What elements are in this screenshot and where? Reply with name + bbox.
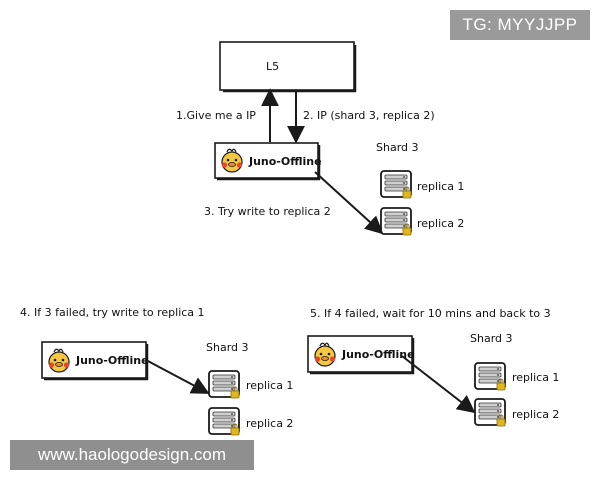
step1-label: 1.Give me a IP <box>176 109 256 122</box>
header-badge: TG: MYYJJPP <box>450 10 590 40</box>
replica2-label-right: replica 2 <box>512 408 559 421</box>
client-box-top: Juno-Offline <box>214 142 322 181</box>
load-balancer-label: L5 <box>266 60 279 73</box>
server-rack-icon <box>380 170 412 199</box>
shard-label-right: Shard 3 <box>470 332 513 345</box>
duck-mascot-icon <box>44 345 74 375</box>
client-box-right: Juno-Offline <box>307 335 415 375</box>
shard-label-left: Shard 3 <box>206 341 249 354</box>
write-replica1-arrow <box>145 359 210 394</box>
replica2-label-top: replica 2 <box>417 217 464 230</box>
client-box-left: Juno-Offline <box>41 341 149 381</box>
client-label: Juno-Offline <box>248 155 322 168</box>
watermark-banner: www.haologodesign.com <box>10 440 254 470</box>
step4-label: 4. If 3 failed, try write to replica 1 <box>20 306 205 319</box>
replica1-label-right: replica 1 <box>512 371 559 384</box>
client-label: Juno-Offline <box>75 354 149 367</box>
write-replica2-arrow <box>314 171 384 235</box>
replica1-label-top: replica 1 <box>417 180 464 193</box>
back-to-replica2-arrow <box>401 355 476 414</box>
client-label: Juno-Offline <box>341 348 415 361</box>
server-rack-icon <box>474 398 506 427</box>
server-rack-icon <box>380 207 412 236</box>
server-rack-icon <box>208 407 240 436</box>
replica2-label-left: replica 2 <box>246 417 293 430</box>
shard-label-top: Shard 3 <box>376 141 419 154</box>
duck-mascot-icon <box>310 339 340 369</box>
server-rack-icon <box>474 362 506 391</box>
step2-label: 2. IP (shard 3, replica 2) <box>303 109 435 122</box>
load-balancer-box: L5 <box>219 41 357 93</box>
step5-label: 5. If 4 failed, wait for 10 mins and bac… <box>310 307 551 320</box>
replica1-label-left: replica 1 <box>246 379 293 392</box>
duck-mascot-icon <box>217 145 247 175</box>
step3-label: 3. Try write to replica 2 <box>204 205 331 218</box>
server-rack-icon <box>208 370 240 399</box>
